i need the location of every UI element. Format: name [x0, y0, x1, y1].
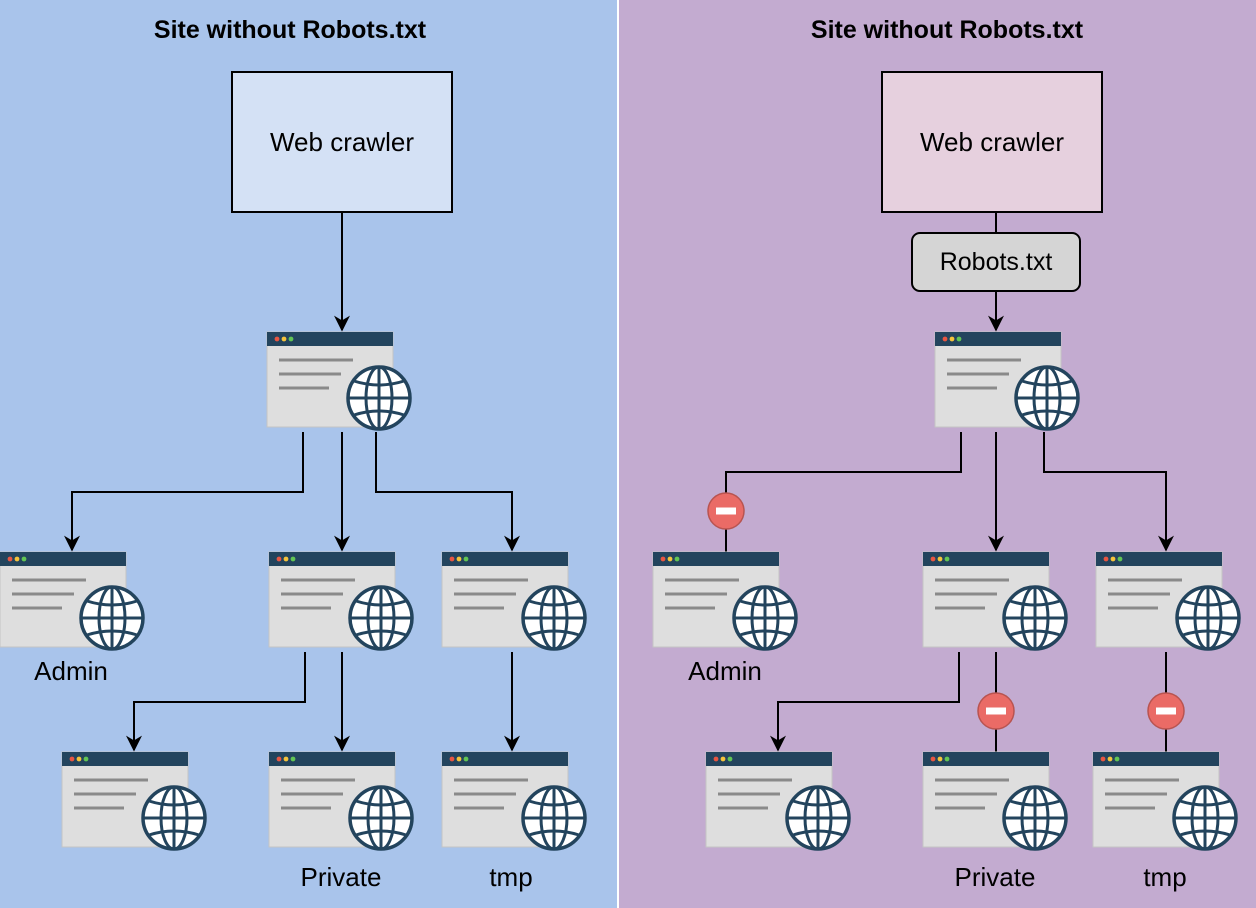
left-root-to-right-arrow: [375, 432, 520, 552]
right-middle-page-icon: [921, 550, 1068, 651]
admin-blocked-no-entry-icon: [707, 492, 745, 530]
panel-divider: [617, 0, 619, 908]
left-right-page-icon: [440, 550, 587, 651]
left-middle-page-icon: [267, 550, 414, 651]
left-tmp-page-icon: [440, 750, 587, 851]
right-middle-to-bottom-left-arrow: [770, 652, 960, 752]
right-root-page-icon: [933, 330, 1080, 431]
left-admin-page-icon: [0, 550, 145, 651]
private-blocked-no-entry-icon: [977, 692, 1015, 730]
robots-txt-box: [911, 232, 1081, 292]
tmp-blocked-no-entry-icon: [1147, 692, 1185, 730]
left-web-crawler-box: [231, 71, 453, 213]
right-bottom-left-page-icon: [704, 750, 851, 851]
right-root-to-right-arrow: [1043, 432, 1174, 552]
right-admin-page-icon: [651, 550, 798, 651]
right-private-page-icon: [921, 750, 1068, 851]
left-private-page-icon: [267, 750, 414, 851]
left-root-to-admin-arrow: [64, 432, 304, 552]
right-web-crawler-box: [881, 71, 1103, 213]
left-root-page-icon: [265, 330, 412, 431]
right-right-page-icon: [1094, 550, 1241, 651]
right-tmp-page-icon: [1091, 750, 1238, 851]
left-bottom-left-page-icon: [60, 750, 207, 851]
left-middle-to-bottom-left-arrow: [126, 652, 306, 752]
